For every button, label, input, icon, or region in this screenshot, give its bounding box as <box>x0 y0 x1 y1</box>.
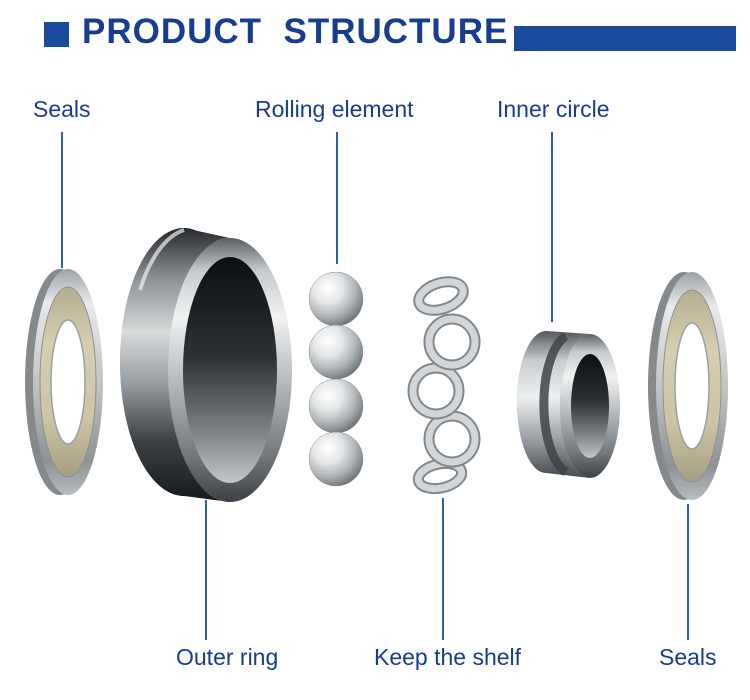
cage-ring-2 <box>425 315 479 369</box>
label-rolling-element: Rolling element <box>255 96 414 122</box>
outer-ring-bore <box>183 257 277 483</box>
outer-ring-body <box>120 228 230 502</box>
cage-ring-3 <box>409 364 463 418</box>
ball-2 <box>308 324 364 380</box>
seal-right-hole <box>674 322 710 450</box>
cage-illustration <box>407 276 481 495</box>
seal-right-illustration <box>648 272 728 500</box>
label-outer-ring: Outer ring <box>176 644 279 670</box>
title-accent-square <box>44 22 69 47</box>
title-accent-bar <box>514 26 736 51</box>
rolling-elements-illustration <box>308 271 364 487</box>
inner-ring-body <box>517 331 590 478</box>
label-seals-bottom: Seals <box>659 644 717 670</box>
inner-ring-bore <box>571 354 609 458</box>
leader-lines <box>61 132 689 640</box>
cage-ring-1 <box>415 278 467 314</box>
seal-left-hole <box>50 319 86 445</box>
label-keep-the-shelf: Keep the shelf <box>374 644 522 670</box>
inner-ring-illustration <box>517 331 620 478</box>
inner-ring-groove <box>539 332 569 476</box>
ball-4 <box>308 431 364 487</box>
cage-ring-4 <box>425 412 479 466</box>
seal-left-illustration <box>25 269 103 495</box>
outer-ring-illustration <box>120 228 292 502</box>
label-seals-top: Seals <box>33 96 91 122</box>
page-title: PRODUCT STRUCTURE <box>82 12 509 51</box>
ball-3 <box>308 378 364 434</box>
cage-ring-5 <box>414 459 466 493</box>
ball-1 <box>308 271 364 327</box>
outer-ring-highlight <box>138 228 185 291</box>
label-inner-circle: Inner circle <box>497 96 610 122</box>
